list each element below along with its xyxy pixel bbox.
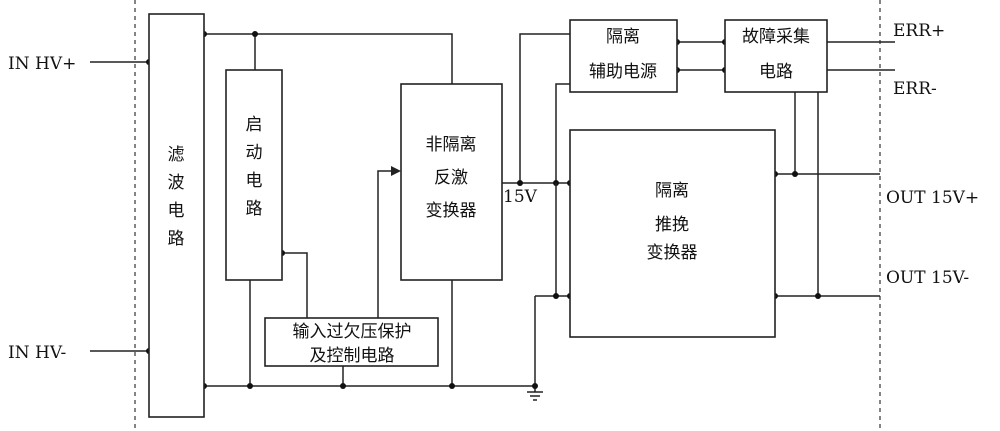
wire-15v-to-aux-lower [555, 83, 570, 183]
isolated-push-pull-block [569, 129, 776, 338]
junction-dot [340, 383, 346, 389]
protection-control-block [264, 317, 439, 367]
startup-label-3: 电 [246, 171, 263, 191]
wire-15v-to-aux [519, 33, 570, 183]
filter-label-3: 电 [168, 201, 185, 221]
startup-label-2: 动 [246, 143, 263, 163]
flyback-label-1: 非隔离 [426, 135, 477, 155]
startup-label-1: 启 [246, 115, 263, 135]
non-isolated-flyback-block [400, 83, 503, 281]
out-15v-plus-label: OUT 15V+ [886, 188, 979, 208]
filter-label-2: 波 [168, 173, 185, 193]
filter-circuit-block [148, 13, 205, 418]
junction-dot [532, 383, 538, 389]
junction-dot [449, 383, 455, 389]
startup-circuit-block [225, 69, 283, 281]
fault-collection-block [724, 19, 828, 93]
wire-protection-to-flyback [377, 170, 394, 318]
filter-label-1: 滤 [168, 145, 185, 165]
aux-power-label-2: 辅助电源 [589, 62, 657, 82]
protection-label-2: 及控制电路 [310, 346, 395, 366]
arrow-icon [391, 166, 401, 176]
in-hv-minus-label: IN HV- [8, 343, 66, 363]
in-hv-plus-label: IN HV+ [8, 54, 76, 74]
junction-dot [792, 171, 798, 177]
out-15v-minus-label: OUT 15V- [886, 268, 969, 288]
startup-label-4: 路 [246, 199, 263, 219]
protection-label-1: 输入过欠压保护 [293, 322, 412, 342]
junction-dot [252, 31, 258, 37]
15v-bus-label: 15V [503, 187, 538, 207]
fault-label-2: 电路 [759, 62, 793, 82]
flyback-label-3: 变换器 [426, 201, 477, 221]
junction-dot [247, 383, 253, 389]
junction-dot [553, 293, 559, 299]
isolated-aux-power-block [569, 19, 678, 93]
ground-icon [527, 391, 543, 401]
filter-label-4: 路 [168, 229, 185, 249]
fault-label-1: 故障采集 [742, 27, 810, 47]
err-plus-label: ERR+ [893, 21, 945, 41]
push-pull-label-1: 隔离 [655, 181, 689, 201]
wire-top-rail [204, 33, 453, 84]
wire-startup-to-protection [282, 252, 308, 318]
flyback-label-2: 反激 [434, 168, 468, 188]
push-pull-label-2: 推挽 [655, 215, 689, 235]
err-minus-label: ERR- [893, 79, 937, 99]
junction-dot [517, 180, 523, 186]
aux-power-label-1: 隔离 [606, 27, 640, 47]
junction-dot [815, 293, 821, 299]
push-pull-label-3: 变换器 [647, 243, 698, 263]
